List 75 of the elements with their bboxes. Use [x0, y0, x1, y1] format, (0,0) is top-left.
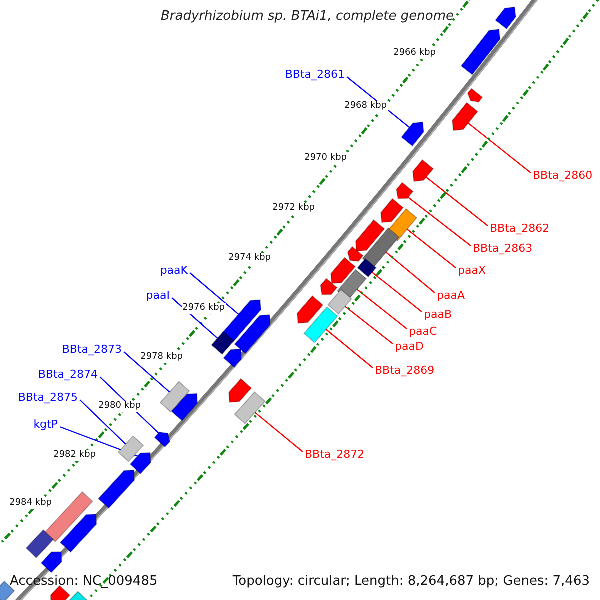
- gene-label: BBta_2875: [18, 392, 78, 403]
- gene-label: paaI: [146, 290, 170, 301]
- gene-feature: [228, 378, 252, 403]
- scale-label: 2966 kbp: [392, 48, 437, 59]
- scale-label: 2968 kbp: [344, 101, 388, 112]
- gene-label: paaC: [409, 326, 438, 337]
- gene-feature: [40, 551, 62, 574]
- gene-feature: [460, 29, 501, 76]
- gene-feature: [452, 102, 479, 132]
- gene-bar: [234, 391, 266, 425]
- title: Bradyrhizobium sp. BTAi1, complete genome: [160, 10, 454, 23]
- leader-line: [408, 197, 472, 246]
- gene-feature: [98, 470, 136, 510]
- leader-line: [372, 272, 422, 312]
- gene-bar: [357, 258, 377, 278]
- gene-feature: [296, 295, 324, 324]
- leader-line: [124, 352, 170, 393]
- gene-bar: [327, 289, 353, 315]
- gene-feature: [234, 314, 271, 354]
- gene-feature: [223, 348, 242, 368]
- gene-label: paaX: [458, 265, 486, 276]
- gene-bar: [118, 435, 144, 463]
- gene-feature: [330, 257, 356, 284]
- scale-label: 2976 kbp: [182, 303, 226, 314]
- gene-bar: [26, 529, 54, 559]
- scale-label: 2972 kbp: [272, 203, 316, 214]
- gene-label: paaK: [160, 265, 188, 276]
- leader-line: [172, 298, 218, 339]
- gene-feature: [495, 6, 516, 30]
- gene-label: paaB: [424, 309, 452, 320]
- gene-bar: [362, 228, 400, 268]
- gene-feature: [60, 514, 98, 553]
- gene-feature: [467, 88, 484, 103]
- gene-label: BBta_2861: [285, 69, 345, 80]
- gene-label: BBta_2872: [305, 449, 365, 460]
- scale-label: 2984 kbp: [8, 498, 53, 509]
- gene-feature: [401, 122, 424, 147]
- leader-line: [468, 122, 532, 174]
- gene-label: BBta_2862: [490, 223, 550, 234]
- gene-feature: [154, 432, 171, 448]
- gene-label: paaD: [395, 341, 424, 352]
- leader-line: [326, 329, 374, 368]
- gene-feature: [412, 159, 434, 182]
- scale-label: 2980 kbp: [98, 401, 142, 412]
- leader-line: [254, 412, 304, 452]
- gene-feature: [380, 198, 404, 224]
- gene-feature: [130, 452, 152, 475]
- gene-feature: [171, 393, 198, 422]
- info-text: Topology: circular; Length: 8,264,687 bp; Genes: 7,463: [232, 575, 590, 588]
- leader-line: [386, 252, 436, 294]
- gene-feature: [50, 585, 71, 600]
- gene-feature: [347, 246, 364, 262]
- gene-feature: [355, 219, 386, 252]
- scale-label: 2978 kbp: [140, 352, 184, 363]
- gene-label: kgtP: [34, 419, 58, 430]
- leader-line: [80, 400, 126, 445]
- gene-bar: [67, 591, 89, 600]
- scale-label: 2974 kbp: [228, 253, 272, 264]
- gene-feature: [320, 278, 338, 296]
- gene-label: BBta_2860: [533, 170, 593, 181]
- leader-line: [426, 176, 488, 226]
- scale-label: 2982 kbp: [52, 450, 97, 461]
- gene-feature: [396, 182, 414, 200]
- leader-line: [407, 229, 456, 268]
- leader-line: [190, 272, 240, 315]
- gene-label: paaA: [437, 290, 465, 301]
- gene-bar: [160, 381, 190, 413]
- gene-label: BBta_2873: [62, 344, 122, 355]
- scale-label: 2970 kbp: [304, 153, 348, 164]
- gene-label: BBta_2869: [375, 365, 435, 376]
- gene-bar: [304, 306, 338, 344]
- gene-label: BBta_2874: [38, 369, 98, 380]
- leader-line: [356, 289, 408, 330]
- leader-line: [344, 306, 394, 344]
- gene-label: BBta_2863: [473, 243, 533, 254]
